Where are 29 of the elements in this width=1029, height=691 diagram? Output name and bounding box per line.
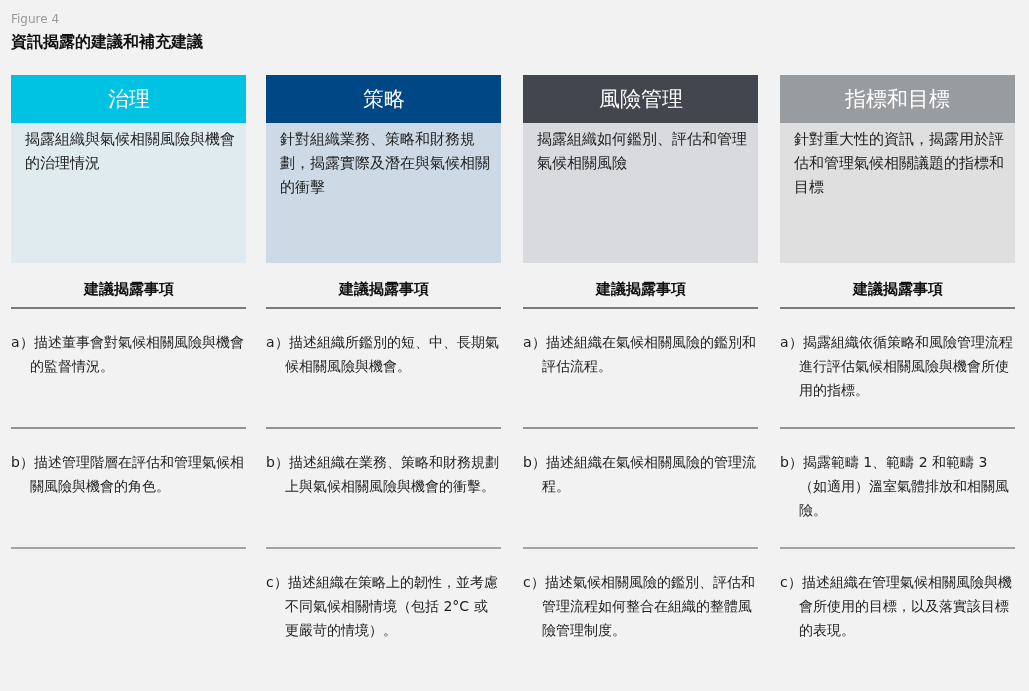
section-subheading: 建議揭露事項 xyxy=(594,280,687,299)
category-heading: 指標和目標 xyxy=(780,75,1015,123)
disclosure-item: b）描述組織在氣候相關風險的管理流程。 xyxy=(523,453,757,496)
category-heading: 策略 xyxy=(266,75,501,123)
category-card xyxy=(11,75,246,263)
description-text: 揭露組織如何鑑別、評估和管理氣候相關風險 xyxy=(537,130,748,173)
disclosure-item: a）描述董事會對氣候相關風險與機會的監督情況。 xyxy=(11,333,245,376)
section-subheading: 建議揭露事項 xyxy=(851,280,944,299)
disclosure-item: a）描述組織在氣候相關風險的鑑別和評估流程。 xyxy=(523,333,757,376)
figure-caption: Figure 4 xyxy=(11,12,60,26)
description-text: 針對組織業務、策略和財務規劃，揭露實際及潛在與氣候相關的衝擊 xyxy=(280,130,491,197)
disclosure-item: a）描述組織所鑑別的短、中、長期氣候相關風險與機會。 xyxy=(266,333,500,376)
category-card xyxy=(266,75,501,263)
section-subheading: 建議揭露事項 xyxy=(82,280,175,299)
disclosure-item: a）揭露組織依循策略和風險管理流程進行評估氣候相關風險與機會所使用的指標。 xyxy=(780,333,1014,400)
section-subheading: 建議揭露事項 xyxy=(337,280,430,299)
disclosure-item: c）描述組織在管理氣候相關風險與機會所使用的目標，以及落實該目標的表現。 xyxy=(780,573,1013,640)
diagram-title: 資訊揭露的建議和補充建議 xyxy=(11,32,203,53)
disclosure-item: c）描述氣候相關風險的鑑別、評估和管理流程如何整合在組織的整體風險管理制度。 xyxy=(523,573,756,640)
disclosure-item: c）描述組織在策略上的韌性，並考慮不同氣候相關情境（包括 2°C 或更嚴苛的情境）。 xyxy=(266,573,499,640)
disclosure-item: b）描述組織在業務、策略和財務規劃上與氣候相關風險與機會的衝擊。 xyxy=(266,453,500,496)
disclosure-item: b）揭露範疇 1、範疇 2 和範疇 3（如適用）溫室氣體排放和相關風險。 xyxy=(780,453,1010,520)
category-card xyxy=(523,75,758,263)
category-card xyxy=(780,75,1015,263)
category-heading: 治理 xyxy=(11,75,246,123)
description-text: 揭露組織與氣候相關風險與機會的治理情況 xyxy=(25,130,236,173)
category-heading: 風險管理 xyxy=(523,75,758,123)
description-text: 針對重大性的資訊，揭露用於評估和管理氣候相關議題的指標和目標 xyxy=(794,130,1005,197)
disclosure-item: b）描述管理階層在評估和管理氣候相關風險與機會的角色。 xyxy=(11,453,245,496)
